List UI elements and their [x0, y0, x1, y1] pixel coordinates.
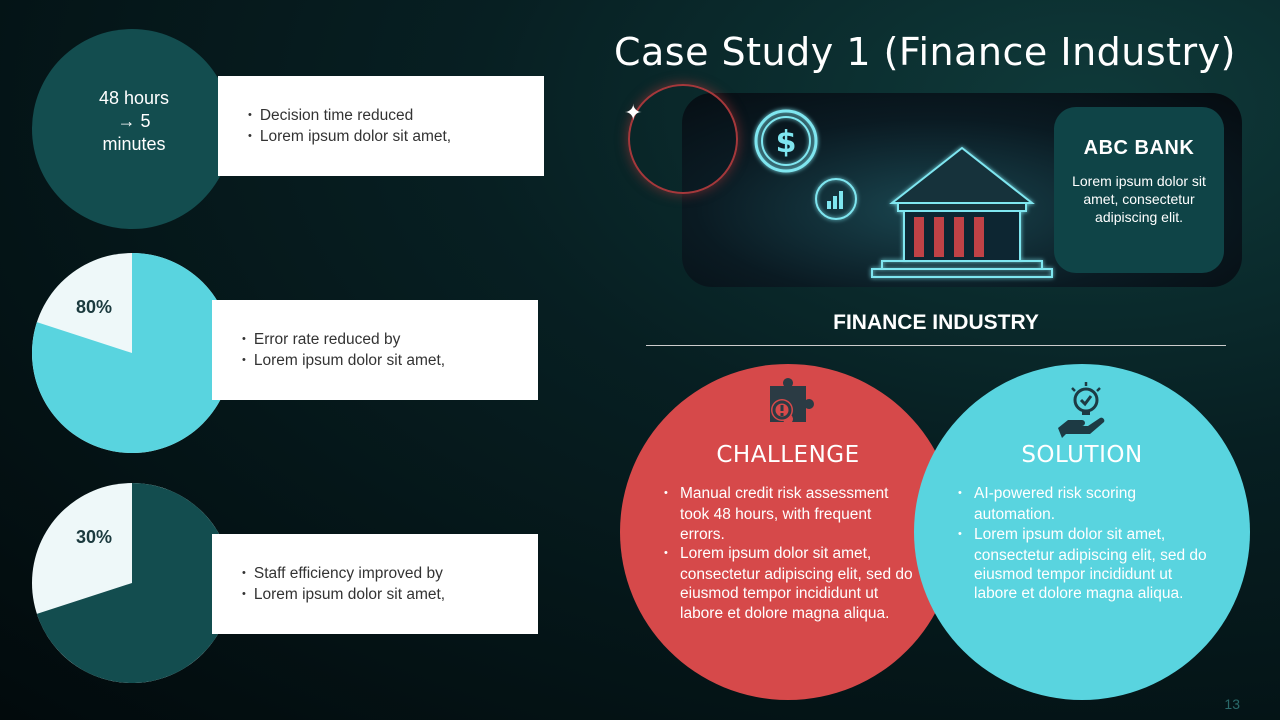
time-reduction-label: 48 hours → 5 minutes [72, 87, 196, 156]
staff-efficiency-pie [32, 483, 232, 683]
sparkle-icon: ✦ [624, 100, 643, 125]
solution-bullet: Lorem ipsum dolor sit amet, consectetur … [958, 525, 1216, 604]
bank-info-card: ABC BANK Lorem ipsum dolor sit amet, con… [1054, 107, 1224, 273]
time-circle [32, 29, 232, 229]
pie-slice-percent [32, 253, 232, 453]
solution-circle: SOLUTION AI-powered risk scoring automat… [914, 364, 1250, 700]
stat-card: Decision time reduced Lorem ipsum dolor … [218, 76, 544, 176]
page-number: 13 [1224, 696, 1240, 712]
stat-card: Error rate reduced by Lorem ipsum dolor … [212, 300, 538, 400]
stat-decision-time: 48 hours → 5 minutes Decision time reduc… [32, 29, 552, 229]
bank-name: ABC BANK [1083, 137, 1195, 159]
bank-description: Lorem ipsum dolor sit amet, consectetur … [1072, 173, 1206, 225]
stat-bullet: Lorem ipsum dolor sit amet, [242, 585, 445, 606]
challenge-circle: CHALLENGE Manual credit risk assessment … [620, 364, 956, 700]
stat-bullet: Staff efficiency improved by [242, 564, 445, 585]
bank-illustration: $ [754, 109, 1053, 278]
pie-slice-percent [36, 483, 232, 683]
section-heading: FINANCE INDUSTRY [833, 311, 1039, 334]
stat-staff-efficiency: 30% Staff efficiency improved by Lorem i… [32, 483, 552, 683]
stat-bullet: Decision time reduced [248, 106, 451, 127]
time-label-line-2: → 5 [117, 111, 151, 131]
time-label-line-1: 48 hours [98, 88, 170, 108]
challenge-bullet: Manual credit risk assessment took 48 ho… [664, 484, 914, 544]
solution-title: SOLUTION [1021, 442, 1143, 468]
stat-error-rate: 80% Error rate reduced by Lorem ipsum do… [32, 253, 552, 453]
time-label-line-3: minutes [102, 134, 166, 154]
decorative-ring [628, 84, 738, 194]
stat-bullet: Lorem ipsum dolor sit amet, [248, 127, 451, 148]
challenge-bullet: Lorem ipsum dolor sit amet, consectetur … [664, 544, 914, 623]
slide-title: Case Study 1 (Finance Industry) [613, 30, 1236, 74]
percent-label: 80% [75, 297, 113, 317]
svg-text:$: $ [776, 125, 797, 160]
solution-bullet: AI-powered risk scoring automation. [958, 484, 1216, 525]
percent-label: 30% [75, 527, 113, 547]
challenge-title: CHALLENGE [716, 442, 860, 468]
stat-bullet: Error rate reduced by [242, 330, 445, 351]
section-divider [646, 345, 1226, 346]
error-rate-pie [32, 253, 232, 453]
lightbulb-hand-icon [1058, 382, 1105, 438]
puzzle-gear-icon [770, 378, 814, 422]
stat-card: Staff efficiency improved by Lorem ipsum… [212, 534, 538, 634]
stat-bullet: Lorem ipsum dolor sit amet, [242, 351, 445, 372]
